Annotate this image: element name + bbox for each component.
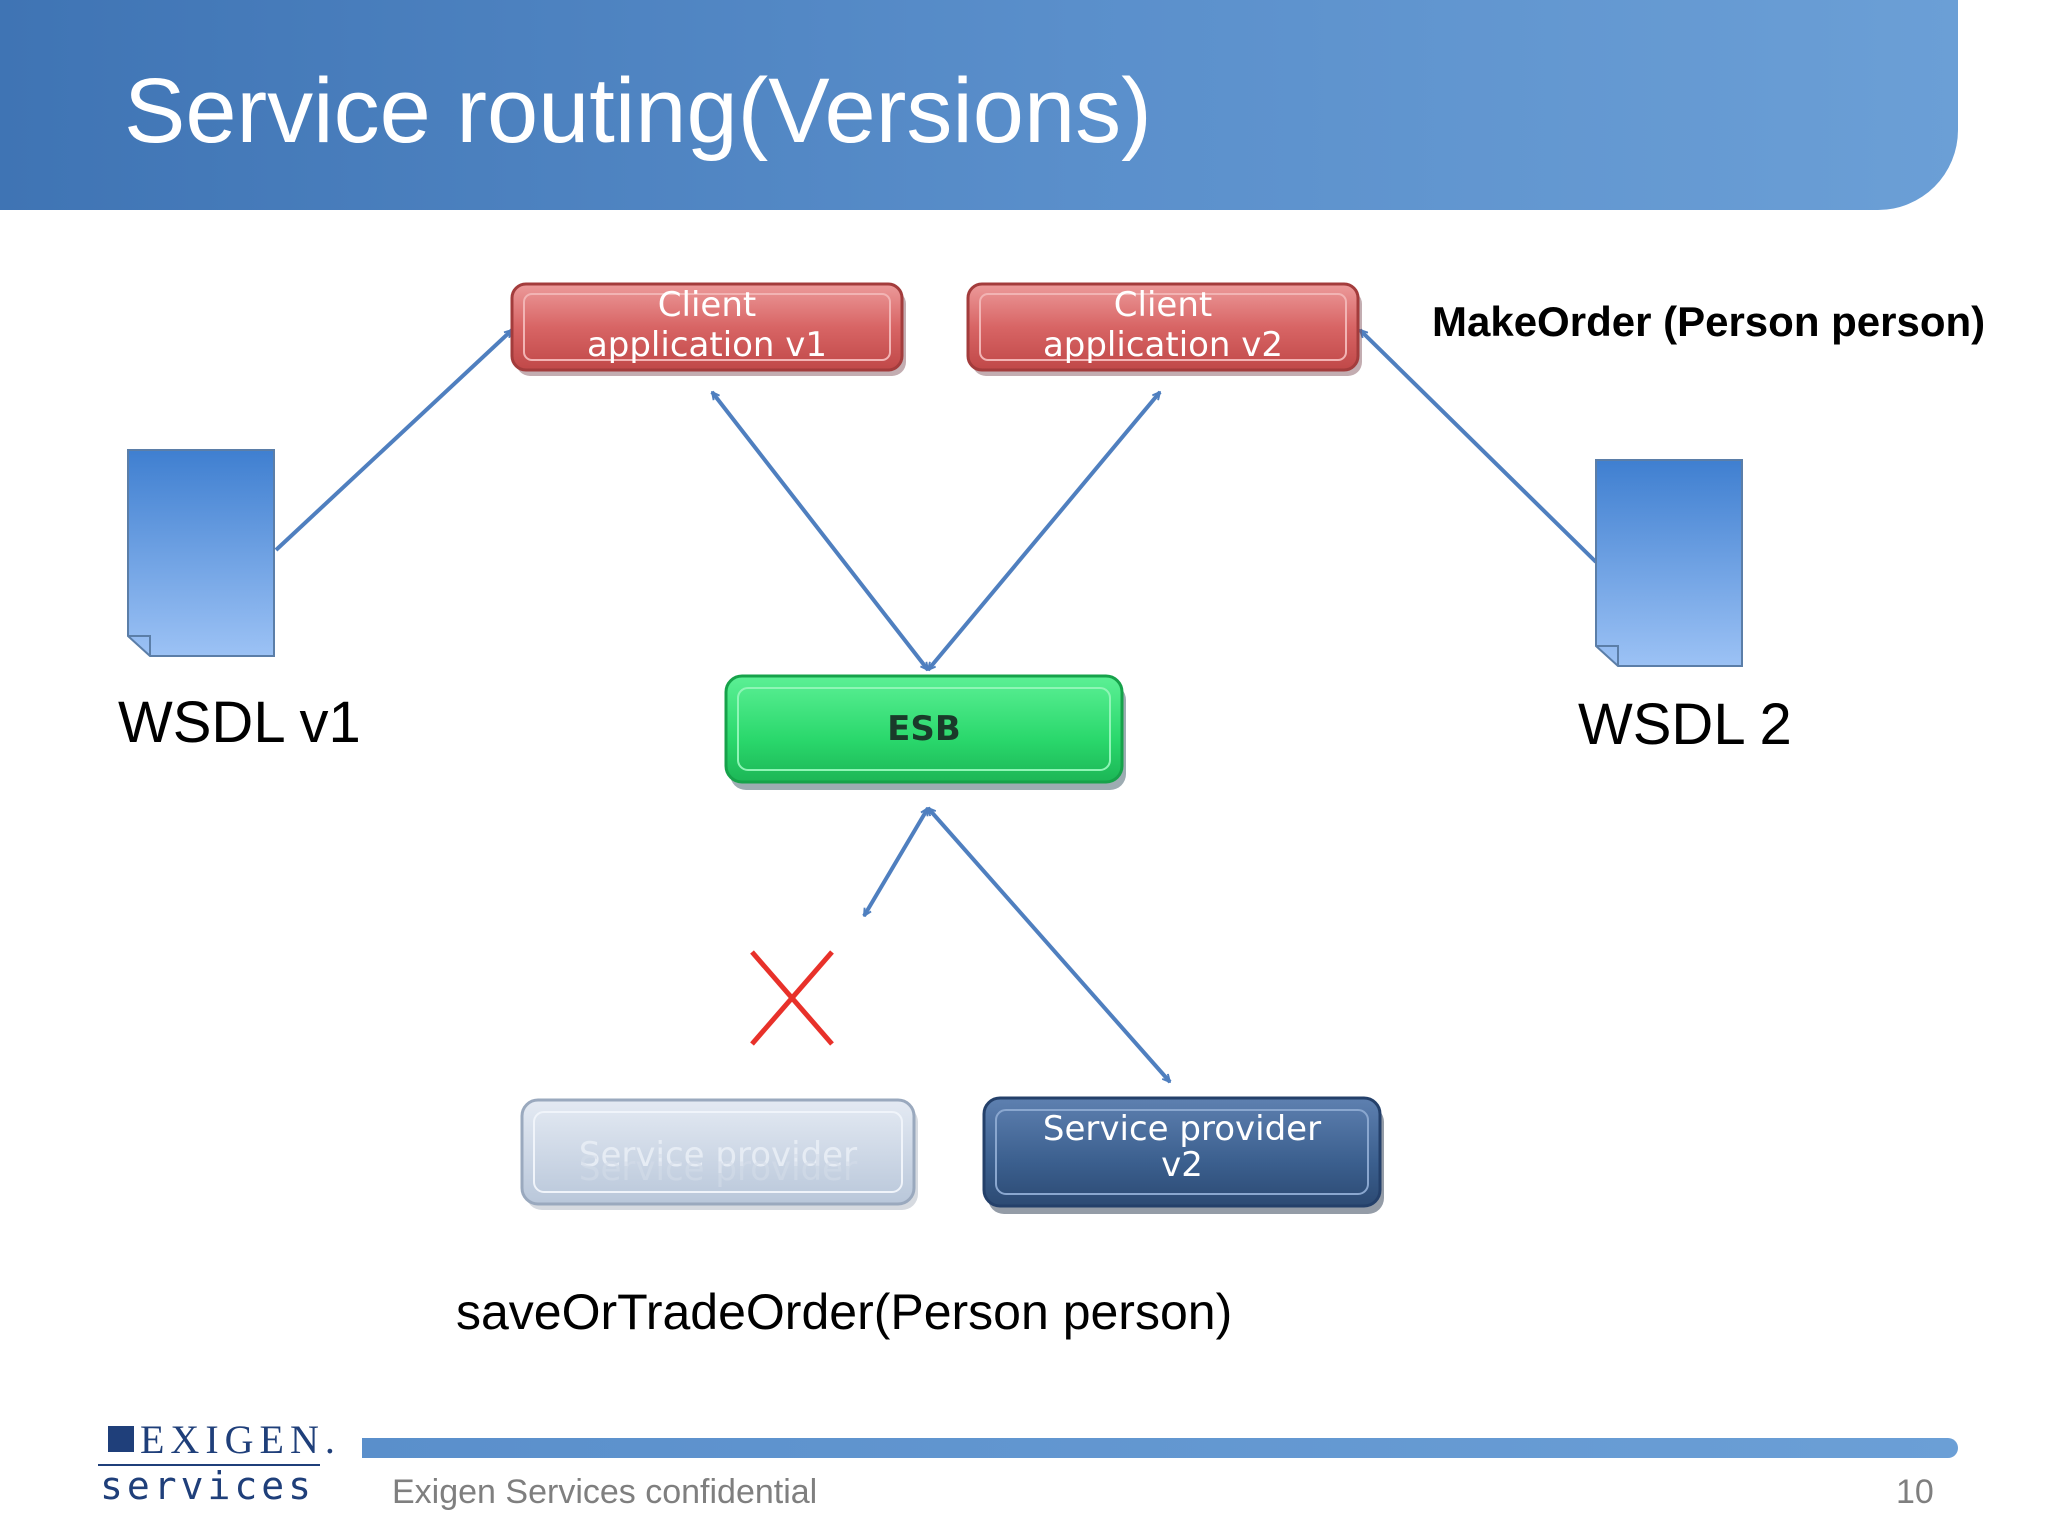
slide-title: Service routing(Versions) — [124, 60, 1152, 162]
logo-divider — [98, 1464, 320, 1466]
arrow-client-v1-esb — [710, 392, 930, 670]
arrow-esb-provider-v2 — [926, 808, 1172, 1082]
red-x-icon — [750, 950, 834, 1046]
make-order-signature: MakeOrder (Person person) — [1432, 298, 1986, 345]
esb-box: ESB — [724, 674, 1126, 790]
service-provider-v2-box: Service provider v2 — [982, 1096, 1384, 1214]
wsdl-2-document-icon — [1595, 459, 1743, 667]
arrow-wsdl2-to-client-v2 — [1360, 330, 1598, 564]
page-number: 10 — [1896, 1473, 1934, 1511]
arrow-esb-provider-v1-blocked — [862, 808, 930, 916]
exigen-services-logo: EXIGEN. services — [90, 1418, 335, 1508]
title-banner: Service routing(Versions) — [0, 0, 1958, 210]
arrow-wsdl1-to-client-v1 — [274, 328, 512, 552]
footer-confidential-text: Exigen Services confidential — [392, 1473, 818, 1511]
logo-wordmark-bottom: services — [100, 1464, 316, 1508]
service-provider-v1-label: Service provider — [579, 1135, 857, 1175]
wsdl-v1-label: WSDL v1 — [118, 690, 361, 755]
footer-divider — [362, 1438, 1958, 1458]
wsdl-v1-document-icon — [127, 449, 275, 657]
service-provider-v1-label-echo: Service provider — [579, 1149, 857, 1189]
wsdl-2-label: WSDL 2 — [1578, 692, 1792, 757]
connector-arrows — [274, 328, 1598, 1082]
arrow-client-v2-esb — [926, 392, 1162, 670]
client-application-v2-box: Client application v2 — [966, 282, 1362, 376]
client-application-v1-box: Client application v1 — [510, 282, 906, 376]
service-provider-v1-box-disabled: Service provider Service provider — [520, 1098, 918, 1210]
client-v2-label-line2: application v2 — [1043, 325, 1283, 365]
client-v1-label-line1: Client — [658, 285, 756, 325]
logo-mark-icon — [108, 1426, 134, 1452]
client-v1-label-line2: application v1 — [587, 325, 827, 365]
service-provider-v2-label-line1: Service provider — [1043, 1109, 1321, 1149]
logo-wordmark-top: EXIGEN. — [140, 1417, 341, 1462]
save-or-trade-order-signature: saveOrTradeOrder(Person person) — [456, 1284, 1233, 1340]
esb-label: ESB — [887, 709, 961, 749]
service-provider-v2-label-line2: v2 — [1161, 1145, 1203, 1185]
client-v2-label-line1: Client — [1114, 285, 1212, 325]
